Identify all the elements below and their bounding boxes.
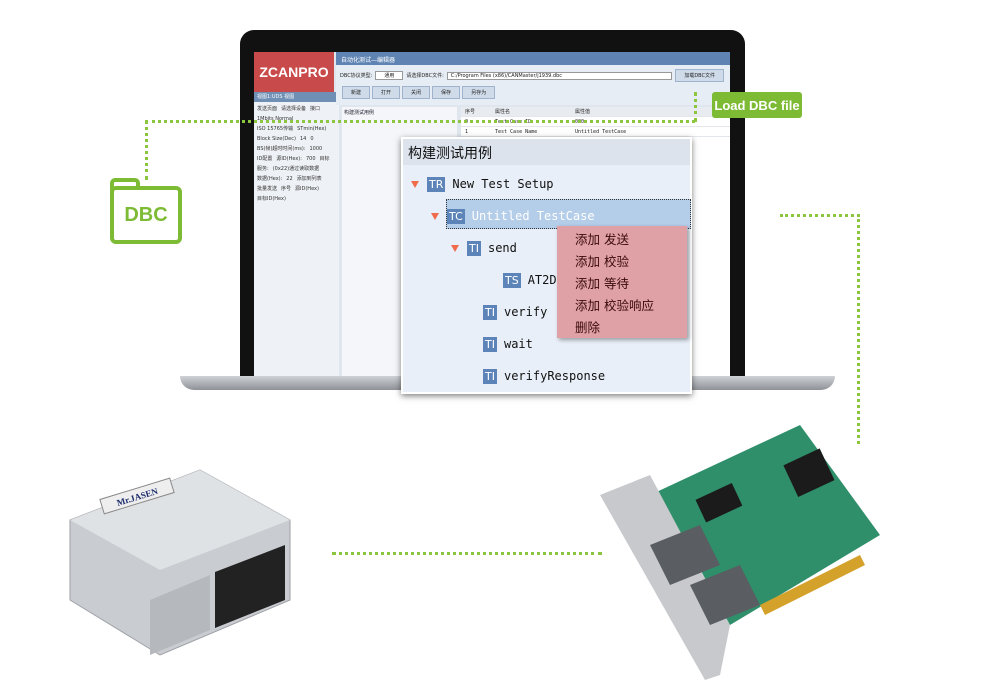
node-label: send (487, 241, 517, 255)
side-field: 1000 (309, 146, 323, 152)
dbc-type-select[interactable]: 通用 (375, 71, 404, 80)
side-field: (0x22)通过读取数据 (272, 166, 320, 172)
node-label: New Test Setup (452, 177, 554, 191)
node-type-badge: TI (483, 304, 497, 320)
side-field: 批量发送 (257, 186, 278, 192)
tree-node[interactable]: TI verify (467, 303, 547, 321)
side-field: ID配置 (257, 156, 273, 162)
node-label: Untitled TestCase (471, 209, 595, 223)
context-menu-item[interactable]: 添加 校验 (575, 254, 629, 269)
load-dbc-button[interactable]: 加载DBC文件 (675, 69, 724, 82)
node-label: verify (503, 305, 548, 319)
side-field: 数据(Hex): (257, 176, 283, 182)
toolbar-button[interactable]: 新建 (342, 86, 371, 99)
context-menu-item[interactable]: 添加 等待 (575, 276, 629, 291)
connector-line (857, 214, 860, 444)
uds-view-panel: 视图1:UDS 视图 发送页面请选择设备接口 1Mbits NormalISO 1… (254, 92, 339, 378)
side-field: 0 (310, 136, 314, 142)
side-field: 接口 (310, 106, 321, 112)
grid-header: 属性名 (495, 109, 511, 115)
tree-node[interactable]: TI send (451, 239, 517, 257)
side-field: 1Mbits Normal (257, 116, 294, 122)
side-field: 700 (305, 156, 316, 162)
side-field: Block Size(Dec) (257, 136, 296, 142)
grid-header: 属性值 (575, 109, 591, 115)
node-type-badge: TI (467, 240, 481, 256)
context-menu-item[interactable]: 添加 发送 (575, 232, 629, 247)
pcie-can-card-image (600, 425, 880, 680)
node-label: verifyResponse (503, 369, 606, 383)
toolbar-button[interactable]: 打开 (372, 86, 401, 99)
node-type-badge: TI (483, 368, 497, 384)
grid-header: 序号 (465, 109, 476, 115)
node-label: wait (503, 337, 533, 351)
cell: 1 (465, 128, 469, 135)
tree-node[interactable]: TC Untitled TestCase (431, 207, 595, 225)
side-field: 源ID(Hex): (276, 156, 302, 162)
cell: Untitled TestCase (575, 128, 627, 135)
context-menu-item[interactable]: 添加 校验响应 (575, 298, 654, 313)
tree-header: 构建测试用例 (344, 110, 375, 116)
connector-line (694, 92, 697, 122)
connector-line (780, 214, 860, 217)
tree-node[interactable]: TI verifyResponse (467, 367, 605, 385)
side-field: STmin(Hex) (297, 126, 327, 132)
selection-highlight (446, 199, 691, 229)
expand-triangle-icon[interactable] (411, 180, 419, 188)
connector-line (145, 120, 148, 180)
tree-node[interactable]: TI wait (467, 335, 533, 353)
zcanpro-logo: ZCANPRO (254, 52, 334, 92)
side-field: 服务: (257, 166, 269, 172)
popup-title: 构建测试用例 (403, 139, 690, 165)
node-type-badge: TR (427, 176, 446, 192)
side-field: 源ID(Hex) (295, 186, 319, 192)
node-type-badge: TS (503, 272, 521, 288)
dbc-folder-icon: DBC (110, 186, 182, 244)
load-dbc-callout: Load DBC file (712, 92, 802, 118)
context-menu: 添加 发送添加 校验添加 等待添加 校验响应删除 (557, 226, 687, 338)
node-type-badge: TI (483, 336, 497, 352)
cell: Test Case Name (495, 128, 538, 135)
side-title: 视图1:UDS 视图 (254, 92, 339, 102)
side-field: 序号 (281, 186, 292, 192)
side-field: 14 (299, 136, 307, 142)
context-menu-item[interactable]: 删除 (575, 320, 601, 335)
ecu-device-image (69, 469, 291, 656)
dbc-file-label: 请选择DBC文件: (406, 73, 444, 79)
expand-triangle-icon[interactable] (451, 244, 459, 252)
side-field: 添加到列表 (296, 176, 322, 182)
toolbar-button[interactable]: 关闭 (402, 86, 431, 99)
expand-triangle-icon[interactable] (431, 212, 439, 220)
side-field: ISO 15765传输 (257, 126, 294, 132)
dbc-file-input[interactable]: C:/Program Files (x86)/CANMaster/j1939.d… (446, 71, 673, 80)
dbc-type-label: DBC协议类型: (340, 73, 373, 79)
side-field: 22 (286, 176, 293, 182)
node-type-badge: TC (447, 208, 465, 224)
toolbar-button[interactable]: 另存为 (462, 86, 496, 99)
connector-line (332, 552, 602, 555)
toolbar-button[interactable]: 保存 (432, 86, 461, 99)
side-field: 请选择设备 (281, 106, 307, 112)
editor-toolbar: DBC协议类型: 通用 请选择DBC文件: C:/Program Files (… (336, 65, 730, 105)
side-field: 发送页面 (257, 106, 278, 112)
side-field: BS(帧)超时时间(ms): (257, 146, 306, 152)
connector-line (145, 120, 695, 123)
window-title: 自动化测试—编辑器 (336, 52, 730, 65)
grid-row[interactable]: 1 Test Case Name Untitled TestCase (461, 127, 730, 137)
side-field: 目标ID(Hex) (257, 196, 286, 202)
side-field: 目标 (319, 156, 330, 162)
tree-node[interactable]: TR New Test Setup (411, 175, 554, 193)
